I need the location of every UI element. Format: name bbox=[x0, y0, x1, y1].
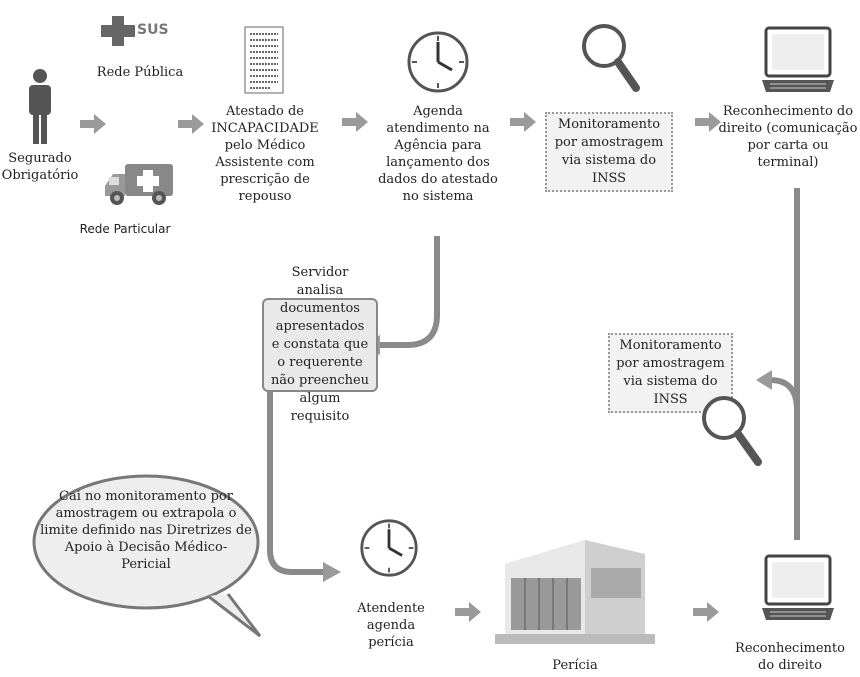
atestado-label: Atestado de INCAPACIDADE pelo Médico Ass… bbox=[211, 104, 319, 204]
reconhecimento-top-label: Reconhecimento do direito (comunicação p… bbox=[718, 104, 858, 170]
building-icon bbox=[495, 540, 655, 644]
document-icon bbox=[244, 26, 284, 94]
magnifier-icon bbox=[702, 396, 762, 466]
computer-icon bbox=[762, 554, 834, 620]
arrow-atendente-to-pericia bbox=[455, 602, 481, 622]
computer-icon bbox=[762, 26, 834, 92]
sus-text: SUS bbox=[137, 22, 169, 38]
agenda-label: Agenda atendimento na Agência para lança… bbox=[378, 104, 498, 204]
atendente-label: Atendente agenda perícia bbox=[357, 601, 425, 650]
monitoramento-mid-label: Monitoramento por amostragem via sistema… bbox=[616, 338, 725, 407]
connector-agenda-to-servidor bbox=[378, 236, 440, 348]
arrow-pericia-to-reconhecimento bbox=[693, 602, 719, 622]
arrow-agenda-to-monitor bbox=[510, 112, 536, 132]
servidor-label: Servidor analisa documentos apresentados… bbox=[270, 265, 370, 424]
arrow-monitor-to-reconhecimento bbox=[695, 112, 721, 132]
rede-publica-label: Rede Pública bbox=[96, 65, 184, 80]
magnifier-icon bbox=[582, 24, 640, 92]
ambulance-icon bbox=[105, 164, 173, 205]
person-icon bbox=[29, 69, 51, 144]
rede-particular-label: Rede Particular bbox=[79, 222, 171, 236]
sus-logo: SUS bbox=[101, 16, 181, 46]
pericia-label: Perícia bbox=[552, 658, 598, 673]
clock-icon bbox=[360, 519, 418, 577]
reconhecimento-bottom-label: Reconhecimento do direito bbox=[735, 641, 845, 673]
speech-bubble bbox=[32, 474, 262, 638]
connector-servidor-to-atendente bbox=[267, 392, 325, 575]
arrow-atestado-to-agenda bbox=[342, 112, 368, 132]
servidor-box: Servidor analisa documentos apresentados… bbox=[262, 265, 378, 424]
sus-cross-icon bbox=[101, 16, 135, 46]
clock-icon bbox=[407, 31, 469, 93]
arrow-segurado-to-atestado bbox=[80, 114, 204, 134]
speech-label: Cai no monitoramento por amostragem ou e… bbox=[40, 489, 252, 572]
segurado-label: Segurado Obrigatório bbox=[1, 151, 79, 183]
monitoramento-top-label: Monitoramento por amostragem via sistema… bbox=[554, 117, 664, 186]
monitoramento-top-box: Monitoramento por amostragem via sistema… bbox=[545, 112, 673, 192]
